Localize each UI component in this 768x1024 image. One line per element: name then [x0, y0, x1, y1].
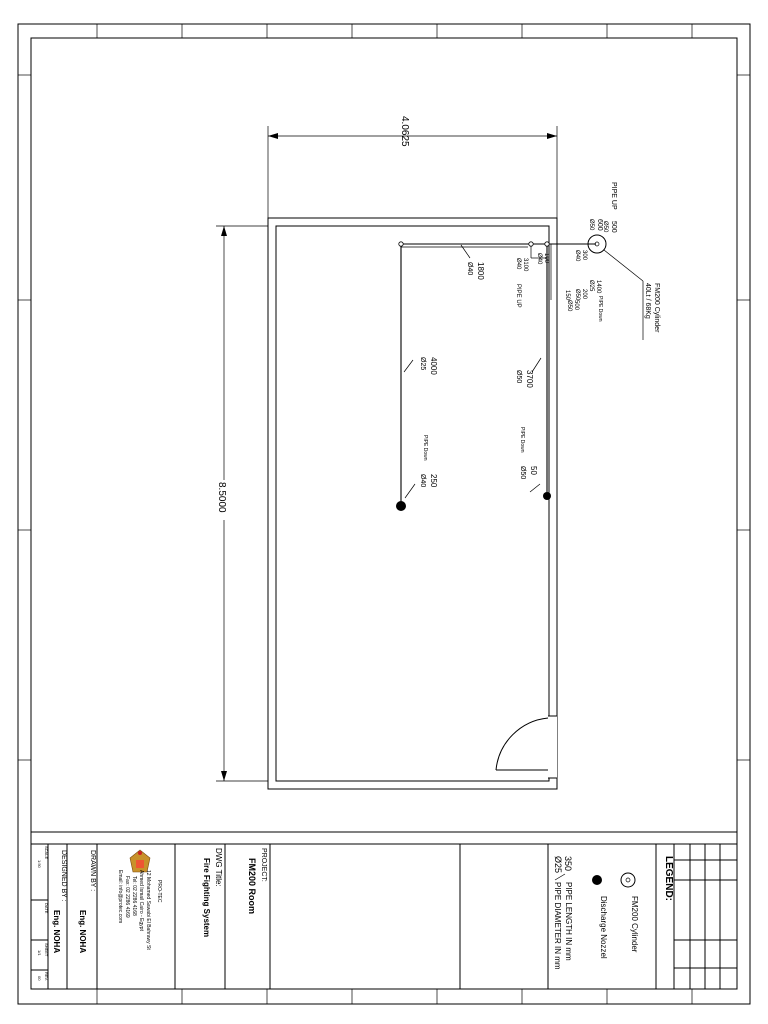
- scale-label: SCALE: [44, 846, 49, 859]
- seg-300: 300: [581, 250, 587, 261]
- pipe-network: [398, 241, 596, 505]
- seg-3700: 3700: [525, 370, 534, 388]
- rev-label: REV.: [44, 972, 49, 981]
- seg-100-dia: Ø40: [536, 253, 542, 265]
- legend-cylinder-icon: [620, 872, 636, 888]
- seg-1800-dia: Ø40: [466, 262, 473, 275]
- fm200-cylinder-symbol: [587, 234, 644, 340]
- seg-500: 500: [573, 300, 579, 311]
- sheet-label: SHEET: [44, 943, 49, 957]
- legend-dia-text: PIPE DIAMETER IN mm: [553, 882, 562, 970]
- drop-1-length: 250: [429, 474, 438, 488]
- rev-value: 00: [37, 976, 42, 981]
- company-fax: Fax: 02 2286 4169: [124, 876, 130, 918]
- discharge-nozzle-1: [396, 501, 406, 511]
- cylinder-spec: 40Lt / 68Kg: [644, 283, 651, 319]
- company-address-1: 12 Mohamed Sawabi El Bahrawy St: [145, 870, 151, 950]
- seg-4000-dia: Ø25: [419, 357, 426, 370]
- seg-150: 150: [564, 290, 570, 301]
- legend-nozzle-icon: [592, 875, 602, 885]
- legend-nozzle-label: Discharge Nozzel: [599, 896, 608, 959]
- date-label: DATE: [44, 903, 49, 914]
- drop-1-label: PIPE Down: [422, 435, 428, 461]
- legend-cylinder-label: FM200 Cylinder: [630, 896, 639, 953]
- pipe-up-2-dia: Ø40: [515, 258, 521, 270]
- seg-100: 100: [543, 253, 549, 264]
- seg-300-dia: Ø40: [574, 250, 580, 262]
- seg-3700-dia: Ø50: [515, 370, 522, 383]
- width-dimension-label: 4.0625: [399, 116, 410, 147]
- width-dimension: [267, 126, 558, 218]
- company-name: PRO-TEC: [156, 880, 162, 903]
- scale-value: 1:50: [37, 860, 42, 869]
- drop-1-dia: Ø40: [419, 474, 426, 487]
- seg-500-dia: Ø50: [566, 300, 572, 312]
- company-email: Email: info@protec.com: [117, 870, 123, 923]
- room-wall-inner: [275, 225, 550, 782]
- pipe-up-1-dia: Ø50: [602, 221, 608, 233]
- length-dimension: [216, 225, 268, 782]
- border-ticks: [18, 24, 750, 1004]
- room-wall-outer: [267, 217, 558, 790]
- seg-1800: 1800: [476, 262, 485, 280]
- drop-2-length: 50: [529, 466, 538, 475]
- legend-title: LEGEND:: [663, 856, 674, 901]
- drop-2-label: PIPE Down: [519, 427, 525, 453]
- company-address-2: Ahmed Ismail Cairo - Egypt: [138, 870, 144, 931]
- cylinder-label: FM200 Cylinder: [653, 283, 660, 333]
- seg-600-dia: Ø50: [588, 219, 594, 231]
- seg-600: 600: [596, 219, 603, 231]
- sheet-value: 1/1: [37, 950, 42, 956]
- sheet-outer-border: [17, 23, 751, 1005]
- dwg-title-label: DWG Title:: [214, 848, 223, 887]
- seg-1400: 1400: [595, 280, 601, 294]
- seg-4000: 4000: [429, 357, 438, 375]
- legend-length-text: PIPE LENGTH IN mm: [564, 882, 573, 961]
- sheet-inner-border: [30, 37, 738, 990]
- legend-dia-sample: Ø25: [553, 856, 563, 873]
- legend-length-sample: 350: [563, 856, 573, 871]
- seg-1400-note: PIPE Down: [597, 296, 603, 322]
- dwg-title-value: Fire Fighting System: [202, 858, 211, 937]
- discharge-nozzle-2: [543, 492, 551, 500]
- length-dimension-label: 8.5000: [216, 482, 227, 513]
- drop-2-dia: Ø50: [519, 466, 526, 479]
- seg-1400-dia: Ø25: [588, 280, 594, 292]
- pipe-up-1-label: PIPE UP: [610, 182, 617, 210]
- company-logo: [129, 849, 151, 873]
- drawn-by-value: Eng. NOHA: [78, 910, 87, 953]
- project-label: PROJECT:: [260, 848, 267, 882]
- designed-by-value: Eng. NOHA: [52, 910, 61, 953]
- seg-200-dia: Ø50: [574, 289, 580, 301]
- seg-200: 200: [581, 289, 587, 300]
- title-block: [31, 831, 737, 989]
- door: [495, 715, 557, 779]
- project-value: FM200 Room: [247, 858, 257, 914]
- legend-divider-line: [554, 873, 566, 881]
- pipe-up-2-label: PIPE UP: [515, 284, 521, 308]
- leader-lines: [403, 244, 542, 499]
- drawn-by-label: DRAWN BY :: [89, 850, 96, 891]
- pipe-up-2-length: 3100: [522, 258, 528, 272]
- company-tel: Tel: 02 2286 4168: [131, 876, 137, 916]
- designed-by-label: DESIGNED BY :: [60, 850, 67, 902]
- pipe-up-1-length: 500: [610, 221, 617, 233]
- legend-cylinder-icon-core: [625, 877, 631, 883]
